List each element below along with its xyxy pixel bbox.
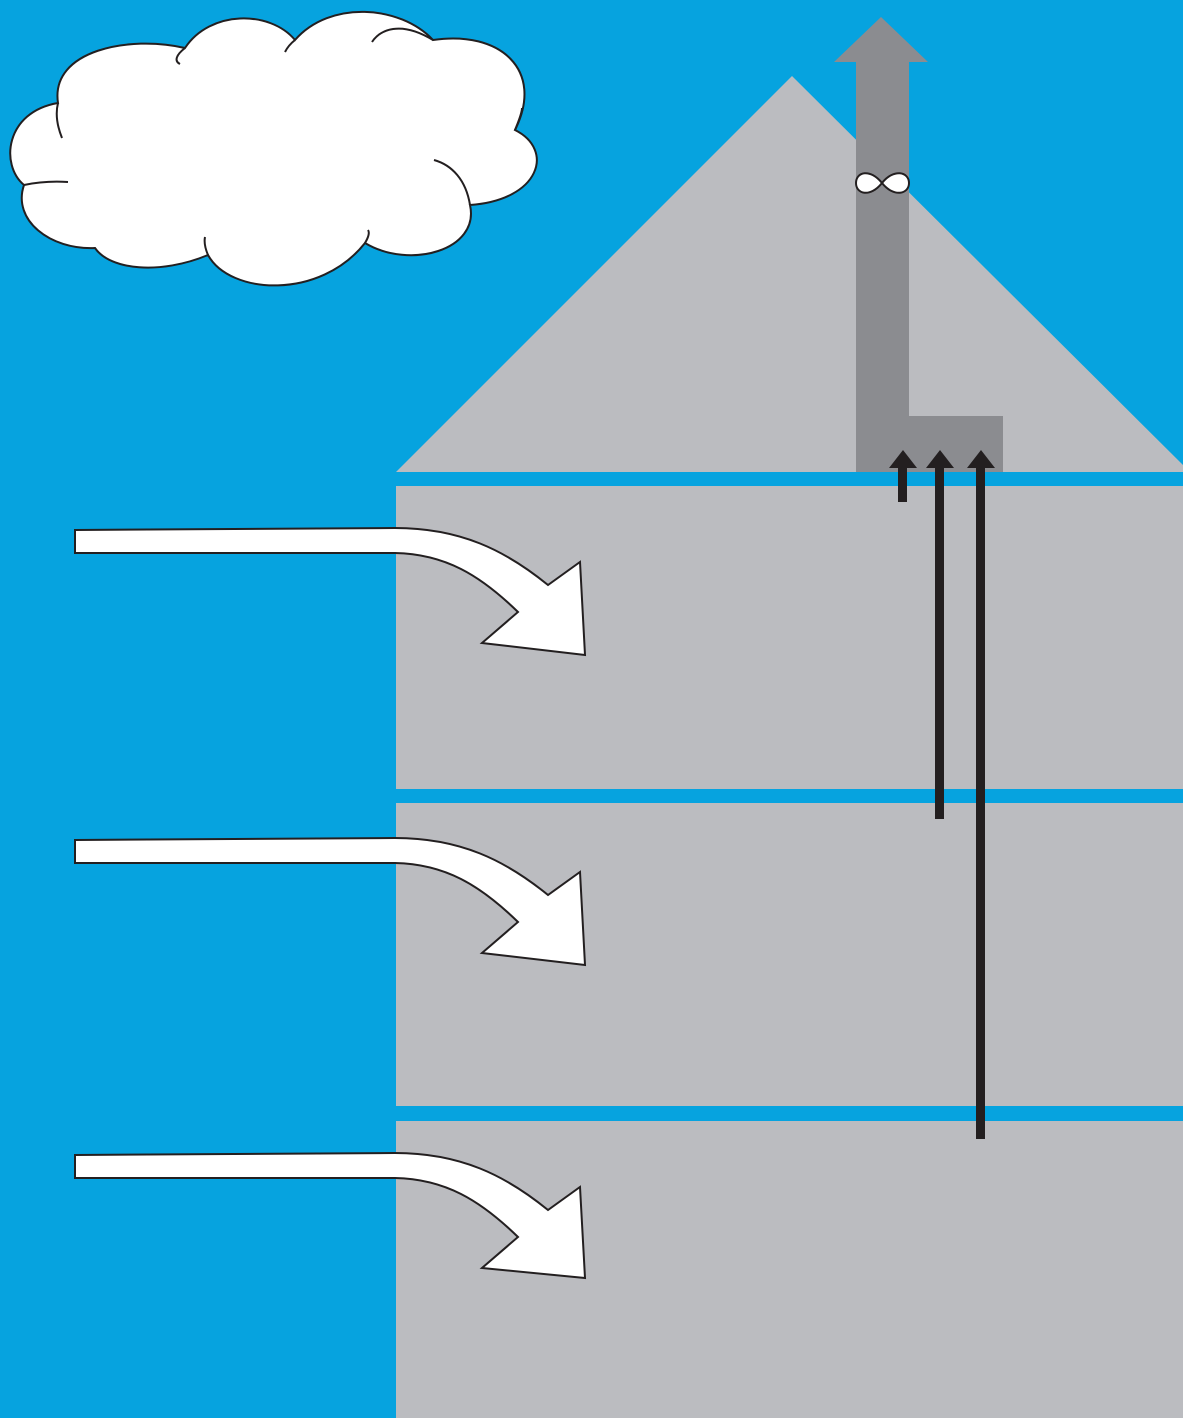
exhaust-riser-floor-2 <box>926 450 954 819</box>
fan-icon <box>854 172 911 194</box>
supply-arrow-floor-1 <box>74 1151 587 1280</box>
supply-arrow-floor-3 <box>74 526 587 657</box>
supply-arrows <box>74 526 587 1280</box>
building <box>396 76 1183 1418</box>
exhaust-risers <box>889 450 995 1139</box>
exhaust-riser-floor-1 <box>967 450 995 1139</box>
supply-arrow-floor-2 <box>74 836 587 967</box>
exhaust-riser-floor-3 <box>889 450 917 502</box>
roof <box>396 76 1183 472</box>
cloud <box>9 10 538 287</box>
exhaust-duct <box>834 17 1003 472</box>
